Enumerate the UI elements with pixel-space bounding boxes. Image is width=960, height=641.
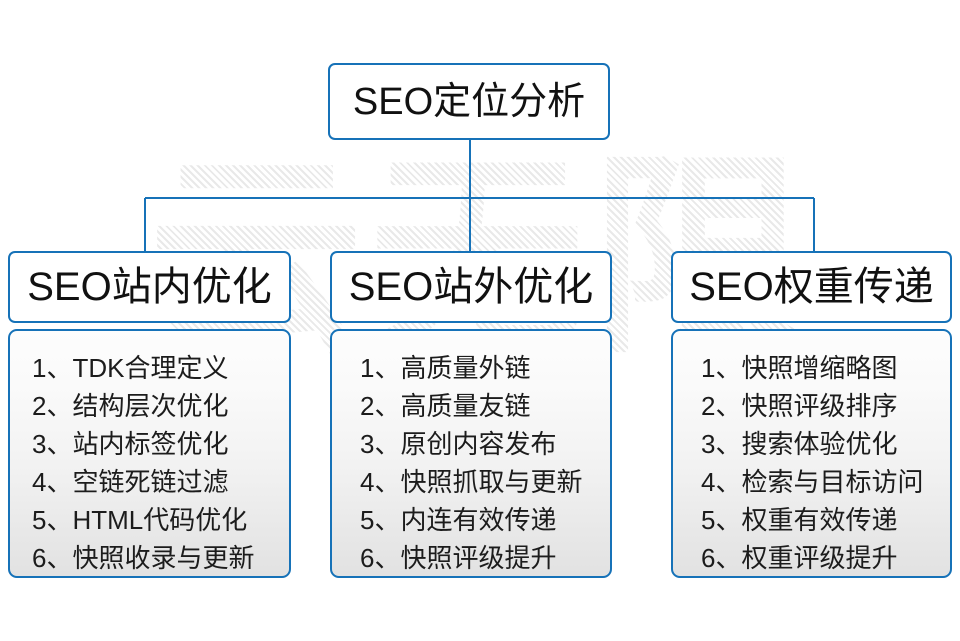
list-item: 5、HTML代码优化 bbox=[32, 505, 248, 535]
list-item: 3、原创内容发布 bbox=[360, 429, 557, 459]
list-item: 2、快照评级排序 bbox=[701, 391, 898, 421]
list-item: 5、内连有效传递 bbox=[360, 505, 557, 535]
column-header-seo-weight[interactable]: SEO权重传递 bbox=[671, 251, 952, 323]
list-item: 6、快照收录与更新 bbox=[32, 543, 255, 573]
column-body-seo-offsite: 1、高质量外链 2、高质量友链 3、原创内容发布 4、快照抓取与更新 5、内连有… bbox=[330, 329, 612, 578]
column-item-list: 1、快照增缩略图 2、快照评级排序 3、搜索体验优化 4、检索与目标访问 5、权… bbox=[673, 349, 950, 577]
list-item: 1、TDK合理定义 bbox=[32, 353, 229, 383]
list-item: 3、搜索体验优化 bbox=[701, 429, 898, 459]
list-item: 4、检索与目标访问 bbox=[701, 467, 924, 497]
list-item: 2、结构层次优化 bbox=[32, 391, 229, 421]
column-item-list: 1、高质量外链 2、高质量友链 3、原创内容发布 4、快照抓取与更新 5、内连有… bbox=[332, 349, 610, 577]
column-header-seo-offsite[interactable]: SEO站外优化 bbox=[330, 251, 612, 323]
list-item: 2、高质量友链 bbox=[360, 391, 531, 421]
list-item: 4、空链死链过滤 bbox=[32, 467, 229, 497]
column-header-label: SEO权重传递 bbox=[689, 265, 934, 309]
column-body-seo-weight: 1、快照增缩略图 2、快照评级排序 3、搜索体验优化 4、检索与目标访问 5、权… bbox=[671, 329, 952, 578]
column-header-seo-onsite[interactable]: SEO站内优化 bbox=[8, 251, 291, 323]
list-item: 4、快照抓取与更新 bbox=[360, 467, 583, 497]
column-item-list: 1、TDK合理定义 2、结构层次优化 3、站内标签优化 4、空链死链过滤 5、H… bbox=[10, 349, 289, 577]
column-header-label: SEO站内优化 bbox=[27, 265, 272, 309]
root-node[interactable]: SEO定位分析 bbox=[328, 63, 610, 140]
list-item: 6、快照评级提升 bbox=[360, 543, 557, 573]
list-item: 5、权重有效传递 bbox=[701, 505, 898, 535]
list-item: 1、快照增缩略图 bbox=[701, 353, 898, 383]
column-header-label: SEO站外优化 bbox=[348, 265, 594, 309]
column-body-seo-onsite: 1、TDK合理定义 2、结构层次优化 3、站内标签优化 4、空链死链过滤 5、H… bbox=[8, 329, 291, 578]
root-node-label: SEO定位分析 bbox=[352, 80, 586, 123]
list-item: 6、权重评级提升 bbox=[701, 543, 898, 573]
list-item: 1、高质量外链 bbox=[360, 353, 531, 383]
list-item: 3、站内标签优化 bbox=[32, 429, 229, 459]
